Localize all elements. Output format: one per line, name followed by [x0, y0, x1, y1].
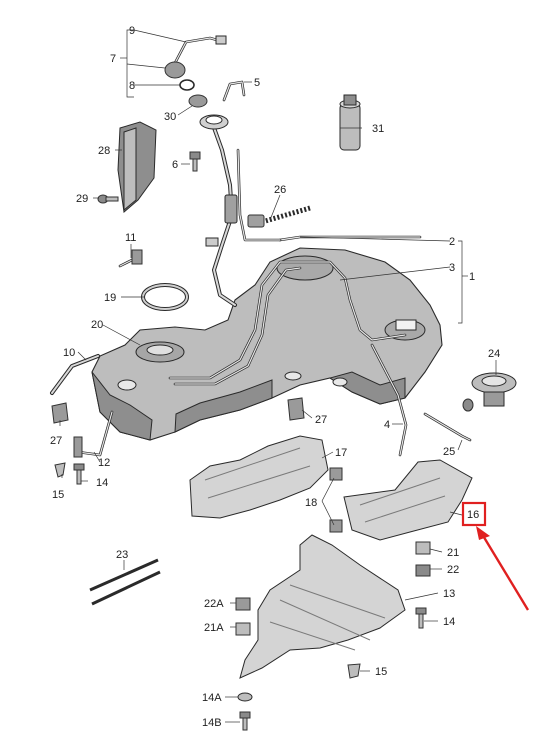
label-14-right: 14	[443, 616, 455, 628]
label-3: 3	[449, 262, 455, 274]
label-17: 17	[335, 447, 347, 459]
label-1: 1	[469, 271, 475, 283]
o-ring-8	[179, 79, 195, 91]
label-15-left: 15	[52, 489, 64, 501]
label-22A: 22A	[204, 598, 224, 610]
label-6: 6	[172, 159, 178, 171]
label-24: 24	[488, 348, 500, 360]
clip-15-left	[54, 462, 66, 478]
bolt-14-left	[73, 463, 85, 485]
nut-21A	[235, 597, 251, 611]
label-27-left: 27	[50, 435, 62, 447]
bolt-14-right	[415, 607, 427, 629]
fuel-tank	[91, 235, 443, 441]
washer-14A	[237, 692, 253, 702]
label-30: 30	[164, 111, 176, 123]
buffer-27-left	[51, 402, 69, 424]
label-26: 26	[274, 184, 286, 196]
label-8: 8	[129, 80, 135, 92]
bolt-6	[189, 151, 201, 172]
clip-15-right	[347, 663, 361, 679]
label-13: 13	[443, 588, 455, 600]
label-14-left: 14	[96, 477, 108, 489]
label-28: 28	[98, 145, 110, 157]
highlight-box	[461, 501, 487, 527]
vent-hose-9	[173, 35, 227, 65]
valve-11	[118, 249, 143, 268]
label-2: 2	[449, 236, 455, 248]
lever-25	[423, 412, 472, 442]
heat-shield-16	[343, 459, 473, 541]
label-19: 19	[104, 292, 116, 304]
hose-5	[222, 80, 246, 102]
label-14A: 14A	[202, 692, 222, 704]
sender-24	[462, 372, 517, 412]
label-18: 18	[305, 497, 317, 509]
straps-23	[89, 558, 161, 606]
label-14B: 14B	[202, 717, 222, 729]
highlight-arrow-shaft	[480, 533, 530, 611]
bracket-28	[117, 121, 157, 213]
label-5: 5	[254, 77, 260, 89]
clip-21A-lower	[235, 622, 251, 636]
strap-12	[73, 410, 114, 458]
bolt-14B	[239, 711, 251, 731]
highlight-part-16: 16	[461, 501, 530, 611]
label-21: 21	[447, 547, 459, 559]
label-11: 11	[125, 232, 136, 244]
label-27-center: 27	[315, 414, 327, 426]
label-25: 25	[443, 446, 455, 458]
label-31: 31	[372, 123, 384, 135]
hose-10	[50, 354, 100, 395]
label-29: 29	[76, 193, 88, 205]
screw-29	[97, 194, 119, 204]
label-4: 4	[384, 419, 390, 431]
filter-31	[339, 94, 361, 151]
label-10: 10	[63, 347, 75, 359]
label-12: 12	[98, 457, 110, 469]
label-22: 22	[447, 564, 459, 576]
buffer-27-center	[287, 397, 305, 421]
cover-13	[239, 534, 406, 679]
cap-7	[164, 61, 186, 79]
filler-neck	[199, 114, 282, 307]
part-labels: 9 7 8 5 30 6 28 29 26 31 11 19 20 10 27 …	[50, 25, 500, 729]
nut-22	[415, 564, 431, 577]
sensor-26	[247, 205, 311, 228]
label-7: 7	[110, 53, 116, 65]
label-23: 23	[116, 549, 128, 561]
line-4	[370, 343, 408, 457]
clip-21	[415, 541, 431, 555]
nut-18	[329, 467, 343, 533]
locking-ring-19	[141, 283, 189, 311]
label-16: 16	[467, 509, 479, 521]
label-20: 20	[91, 319, 103, 331]
label-21A: 21A	[204, 622, 224, 634]
highlight-arrow-head	[476, 526, 490, 540]
leader-lines	[59, 29, 497, 723]
heat-shield-17	[189, 435, 329, 519]
ring-30	[188, 94, 208, 108]
label-15-right: 15	[375, 666, 387, 678]
label-9: 9	[129, 25, 135, 37]
